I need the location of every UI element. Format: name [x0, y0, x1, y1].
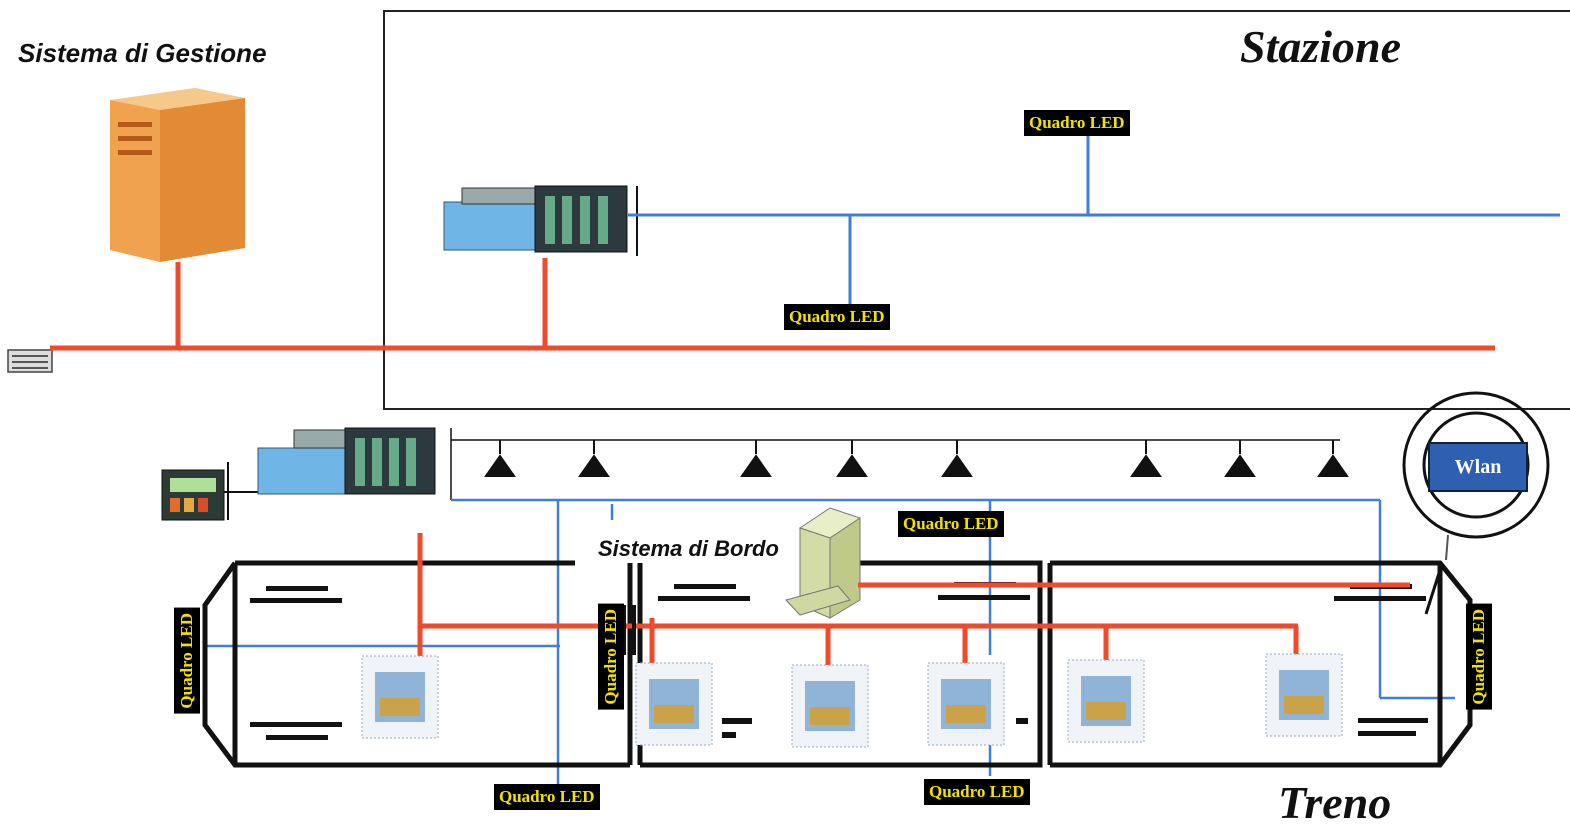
led-panel-train-right-end: Quadro LED	[1466, 604, 1492, 710]
train-fieldbus-red	[417, 533, 1410, 668]
passenger-display-icon	[361, 653, 1343, 748]
led-panel-station-top: Quadro LED	[1024, 110, 1130, 136]
fieldbus-red	[50, 258, 1495, 351]
led-panel-station-bottom: Quadro LED	[784, 304, 890, 330]
wlan-antenna-icon	[1402, 391, 1550, 561]
led-panel-train-bottom-right: Quadro LED	[924, 779, 1030, 805]
bus-terminator-icon	[7, 349, 53, 373]
label-sistema-bordo: Sistema di Bordo	[598, 536, 779, 561]
stazione-box	[383, 10, 1570, 410]
label-sistema-gestione: Sistema di Gestione	[18, 38, 267, 68]
led-panel-train-left-end: Quadro LED	[174, 608, 200, 714]
keypad-terminal-icon	[161, 462, 258, 521]
onboard-plc-rack-icon	[257, 427, 436, 495]
wlan-box: Wlan	[1428, 442, 1528, 492]
plc-rack-icon	[443, 185, 638, 256]
label-stazione: Stazione	[1240, 21, 1402, 72]
ceiling-speaker-icon	[484, 440, 1349, 477]
server-tower-icon	[110, 88, 245, 262]
led-panel-train-coupler: Quadro LED	[598, 604, 624, 710]
onboard-server-icon	[785, 507, 862, 619]
coupler	[622, 605, 636, 655]
speaker-line	[450, 428, 1340, 500]
led-panel-train-top: Quadro LED	[898, 511, 1004, 537]
station-data-bus	[628, 132, 1560, 305]
label-treno: Treno	[1278, 777, 1392, 828]
led-panel-train-bottom-left: Quadro LED	[494, 784, 600, 810]
